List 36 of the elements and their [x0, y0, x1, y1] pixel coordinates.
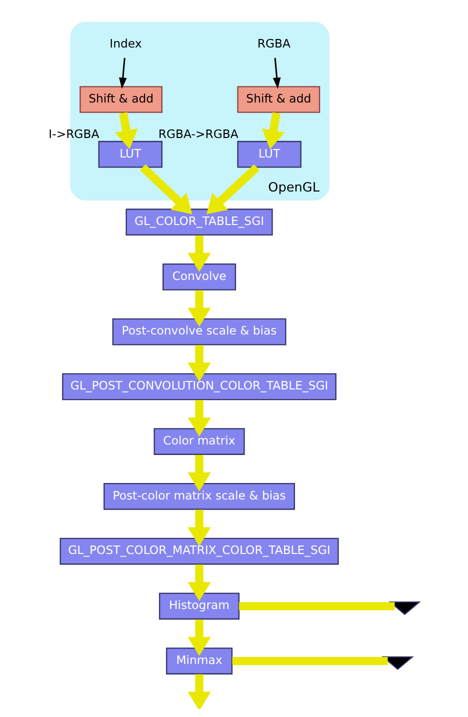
node-text: Index [110, 36, 142, 51]
arrow [206, 164, 260, 214]
node-box: Shift & add [237, 86, 320, 113]
node-box: Color matrix [154, 428, 245, 455]
node-box: Post-convolve scale & bias [112, 318, 286, 346]
connector [239, 602, 395, 610]
node-box: GL_POST_CONVOLUTION_COLOR_TABLE_SGI [62, 373, 336, 400]
node-box: Shift & add [80, 86, 162, 113]
node-label: I->RGBA [48, 127, 100, 142]
arrow [188, 564, 211, 602]
arrow [188, 510, 211, 546]
arrow [262, 112, 285, 150]
arrow [188, 620, 211, 656]
node-box: LUT [237, 140, 302, 168]
arrow [188, 454, 211, 492]
arrow [188, 345, 211, 382]
node-ground [388, 602, 421, 616]
arrow [188, 290, 211, 327]
arrow [188, 400, 211, 436]
arrow [272, 58, 281, 89]
node-box: GL_POST_COLOR_MATRIX_COLOR_TABLE_SGI [60, 538, 339, 565]
node-box: Minmax [166, 648, 233, 674]
node-box: LUT [98, 140, 162, 168]
node-box: Convolve [162, 264, 236, 290]
arrow [188, 235, 211, 272]
arrow [140, 164, 192, 214]
node-box: Histogram [159, 592, 240, 620]
arrow [118, 58, 127, 89]
node-ground [382, 656, 414, 670]
node-box: GL_COLOR_TABLE_SGI [126, 208, 273, 236]
node-text: RGBA [257, 36, 291, 51]
node-box: Post-color matrix scale & bias [104, 483, 295, 510]
arrow [188, 674, 211, 709]
connector [232, 656, 388, 666]
node-label: RGBA->RGBA [158, 127, 238, 142]
arrow [114, 112, 138, 150]
